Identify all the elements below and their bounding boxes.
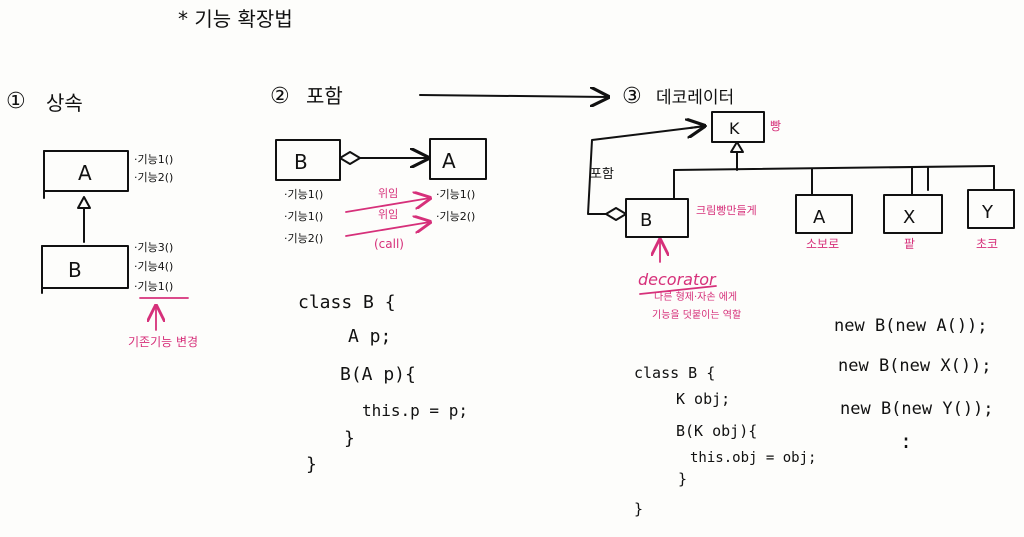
- code-line: K obj;: [676, 390, 730, 408]
- class-a-box: A: [429, 138, 487, 180]
- code-line: this.p = p;: [362, 401, 468, 420]
- b-method: ·기능3(): [134, 241, 173, 254]
- code-line: A p;: [348, 326, 391, 347]
- class-a-label: A: [78, 161, 92, 185]
- section3-number: ③: [622, 84, 642, 109]
- page-title: * 기능 확장법: [178, 7, 293, 31]
- code-line: class B {: [634, 364, 715, 382]
- contain-label: 포함: [590, 167, 614, 182]
- b-method: ·기능2(): [284, 232, 323, 245]
- usage-line: new B(new X());: [838, 356, 992, 376]
- a-method: ·기능2(): [436, 210, 475, 223]
- composition-arrow: [339, 152, 428, 164]
- usage-line: new B(new Y());: [840, 399, 994, 419]
- class-x-box: X: [883, 194, 943, 234]
- flow-arrow: [419, 95, 608, 97]
- class-k-label: K: [729, 119, 740, 138]
- code-line: }: [678, 470, 687, 488]
- section2-number: ②: [270, 84, 290, 109]
- code-block-composition: class B { A p; B(A p){ this.p = p; } }: [298, 292, 468, 475]
- usage-line: new B(new A());: [834, 316, 988, 336]
- class-y-box: Y: [967, 189, 1015, 229]
- class-a-box: A: [795, 194, 853, 234]
- a-method: ·기능1(): [134, 153, 173, 166]
- section1-number: ①: [6, 89, 26, 114]
- class-b-box: B: [275, 139, 341, 181]
- x-caption: 팥: [904, 237, 915, 251]
- b-method: ·기능1(): [284, 188, 323, 201]
- code-line: class B {: [298, 292, 396, 313]
- y-caption: 초코: [976, 237, 998, 251]
- class-b-box: B: [625, 198, 689, 238]
- code-line: }: [344, 428, 355, 449]
- code-line: B(K obj){: [676, 422, 757, 440]
- class-x-label: X: [903, 207, 915, 228]
- section3-heading: 데코레이터: [656, 88, 734, 108]
- call-label: (call): [374, 237, 404, 251]
- b-method: ·기능4(): [134, 260, 173, 273]
- code-block-decorator: class B { K obj; B(K obj){ this.obj = ob…: [634, 364, 816, 518]
- decorator-label: decorator: [638, 270, 717, 289]
- code-line: this.obj = obj;: [690, 450, 816, 466]
- class-b-label: B: [294, 150, 308, 174]
- a-method: ·기능1(): [436, 188, 475, 201]
- a-method: ·기능2(): [134, 171, 173, 184]
- section2-heading: 포함: [306, 84, 343, 108]
- decorator-note: 기능을 덧붙이는 역할: [652, 309, 741, 321]
- code-line: }: [634, 500, 643, 518]
- b-method: ·기능1(): [134, 280, 173, 293]
- usage-code: new B(new A()); new B(new X()); new B(ne…: [834, 316, 994, 453]
- hierarchy-lines: [673, 141, 995, 200]
- class-b-label: B: [68, 258, 82, 282]
- class-b-label: B: [640, 210, 652, 231]
- b-caption: 크림빵만들게: [696, 204, 757, 217]
- code-line: }: [306, 454, 317, 475]
- override-note: 기존기능 변경: [128, 335, 198, 349]
- class-a-box: A: [43, 150, 129, 199]
- delegate-label: 위임: [378, 208, 398, 221]
- class-a-label: A: [442, 149, 456, 173]
- section1-heading: 상속: [46, 91, 83, 115]
- usage-ellipsis: :: [900, 429, 912, 453]
- class-k-box: K: [711, 111, 765, 143]
- inheritance-arrow: [77, 196, 91, 243]
- class-a-label: A: [813, 207, 826, 228]
- class-b-box: B: [41, 245, 129, 294]
- a-caption: 소보로: [806, 237, 839, 251]
- code-line: B(A p){: [340, 364, 416, 385]
- b-method: ·기능1(): [284, 210, 323, 223]
- class-y-label: Y: [981, 202, 994, 223]
- delegate-label: 위임: [378, 187, 398, 200]
- decorator-note: 다른 형제·자손 에게: [654, 291, 737, 303]
- k-caption: 빵: [770, 119, 781, 133]
